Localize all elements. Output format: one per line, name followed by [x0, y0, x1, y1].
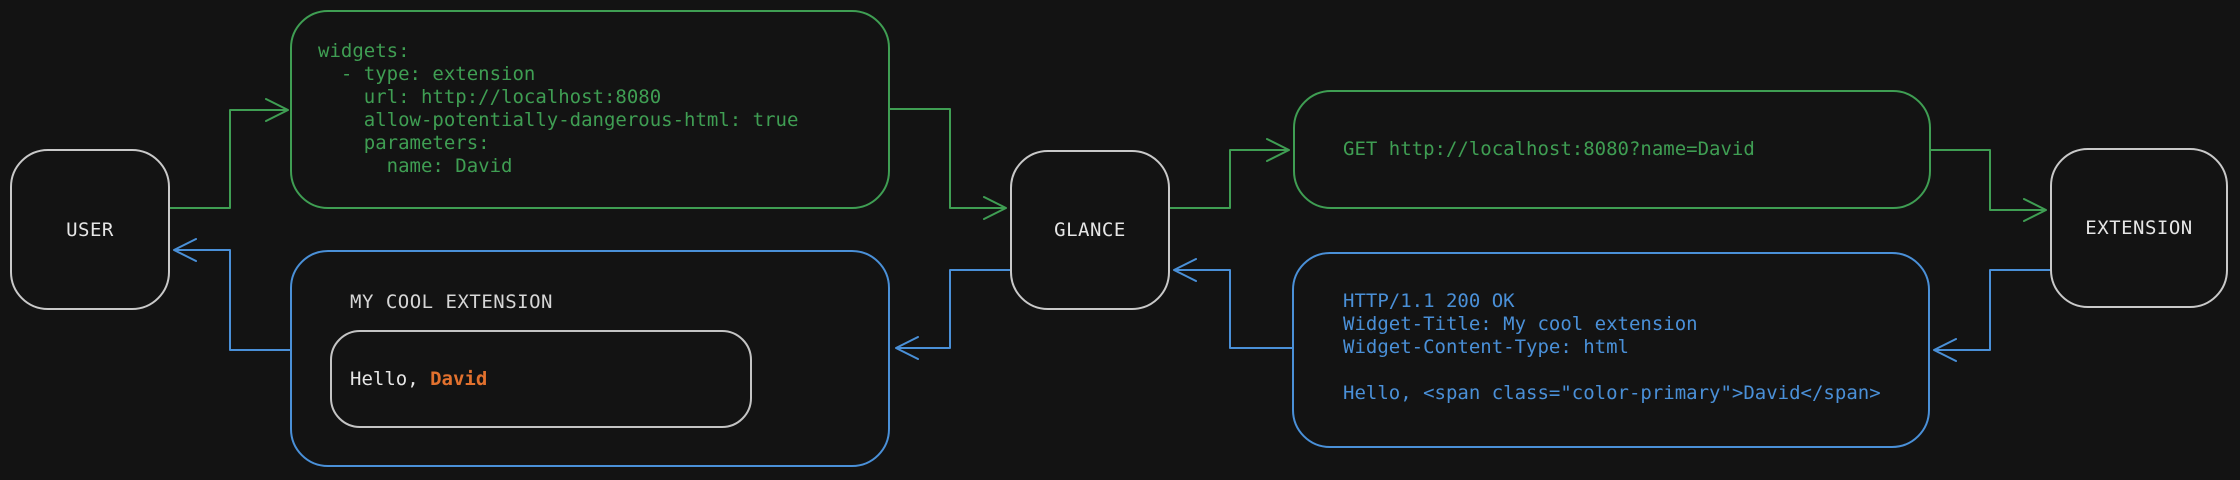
request-arrow-config-to-glance	[889, 108, 1007, 220]
widget-greeting: Hello, David	[350, 368, 487, 390]
greeting-name: David	[430, 368, 488, 390]
request-arrow-get-to-extension	[1930, 149, 2047, 222]
response-arrow-glance-to-widget	[895, 269, 1011, 360]
http-response-code: HTTP/1.1 200 OK Widget-Title: My cool ex…	[1343, 290, 1881, 404]
response-arrow-http-to-glance	[1173, 258, 1293, 349]
node-extension: EXTENSION	[2050, 148, 2228, 308]
node-user-label: USER	[66, 218, 114, 241]
get-request-code: GET http://localhost:8080?name=David	[1343, 138, 1755, 160]
get-request-box	[1293, 90, 1931, 209]
greeting-prefix: Hello,	[350, 368, 431, 390]
widget-preview-box	[290, 250, 890, 467]
config-yaml-box	[290, 10, 890, 209]
request-arrow-user-to-config	[169, 98, 289, 209]
node-extension-label: EXTENSION	[2085, 217, 2193, 239]
widget-preview-title: MY COOL EXTENSION	[350, 291, 553, 313]
request-arrow-glance-to-get	[1169, 138, 1290, 209]
response-arrow-extension-to-http	[1933, 269, 2051, 362]
http-response-box	[1292, 252, 1930, 448]
node-glance-label: GLANCE	[1054, 219, 1126, 241]
widget-rendered-output-box	[330, 330, 752, 428]
node-glance: GLANCE	[1010, 150, 1170, 310]
config-yaml-code: widgets: - type: extension url: http://l…	[318, 40, 799, 177]
node-user: USER	[10, 149, 170, 310]
response-arrow-widget-to-user	[173, 238, 291, 351]
